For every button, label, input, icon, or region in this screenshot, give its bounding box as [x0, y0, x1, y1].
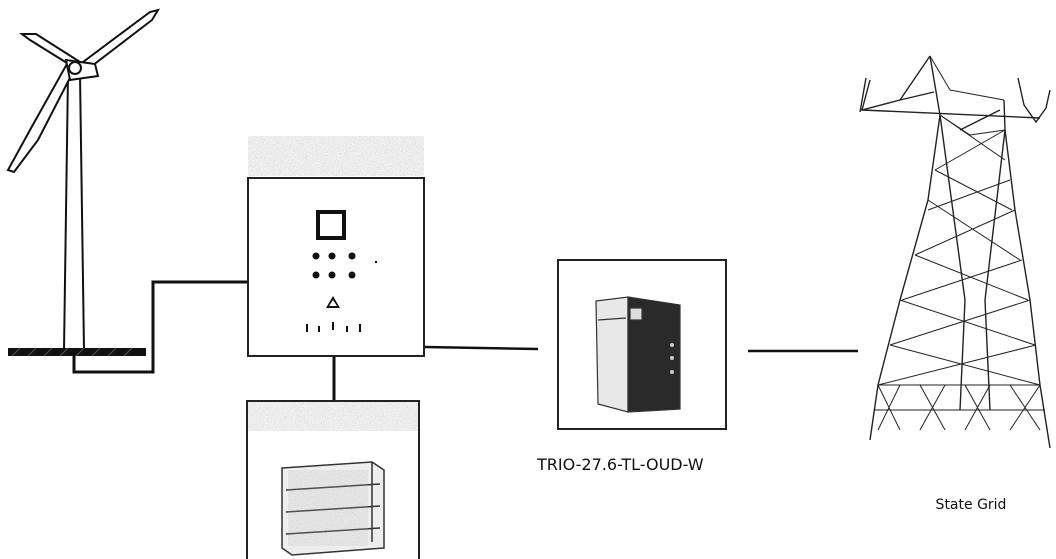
controller-to-inverter-line — [424, 345, 539, 351]
turbine-to-controller-line — [72, 280, 247, 374]
battery-rack-icon — [246, 400, 420, 559]
display-screen-icon — [316, 210, 346, 240]
battery-noise-header — [247, 401, 419, 431]
transmission-tower-icon — [859, 55, 1051, 449]
inverter-unit-icon — [557, 259, 727, 430]
controller-cabinet-icon — [247, 136, 425, 357]
inverter-model-label: TRIO-27.6-TL-OUD-W — [537, 455, 704, 474]
state-grid-label: State Grid — [935, 497, 1007, 513]
connection-lines — [72, 280, 858, 400]
logo-icon — [326, 296, 340, 308]
controller-noise-header — [248, 136, 424, 176]
wind-turbine-icon — [6, 8, 161, 357]
